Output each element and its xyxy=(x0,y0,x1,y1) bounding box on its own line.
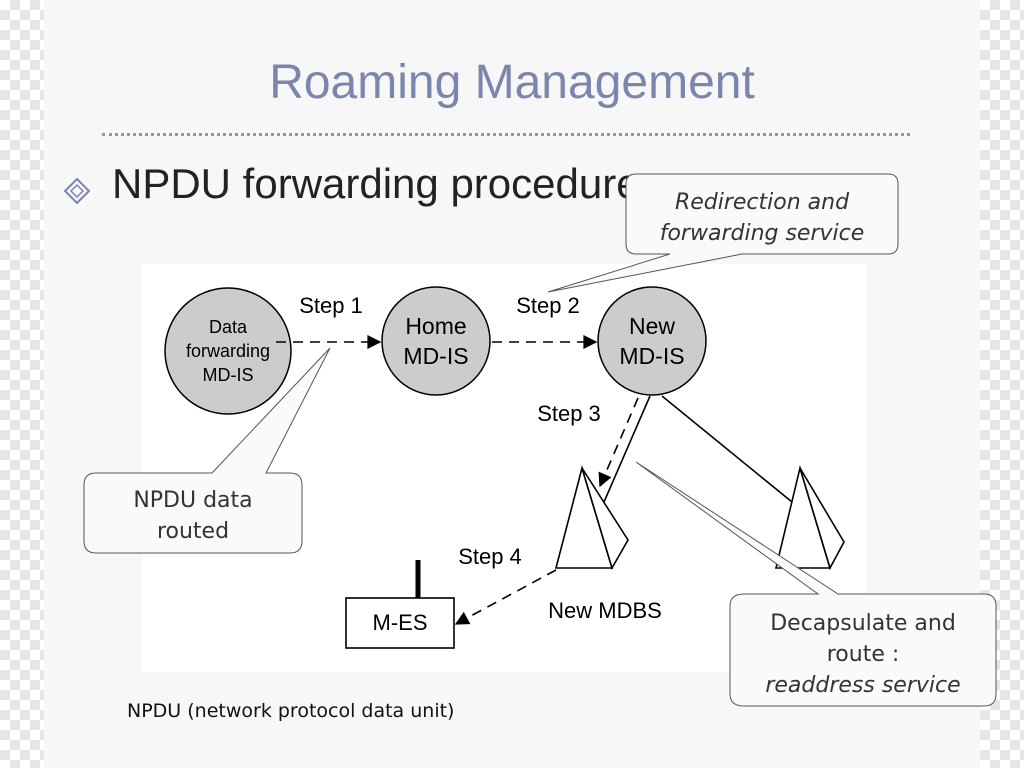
home-md-is-label-2: MD-IS xyxy=(403,343,468,369)
home-md-is-label-1: Home xyxy=(405,313,466,339)
callout-decap-line3: readdress service xyxy=(765,673,960,698)
link-new-mdbs xyxy=(603,395,651,503)
m-es-label: M-ES xyxy=(373,610,428,635)
slide-title: Roaming Management xyxy=(269,56,755,109)
diamond-bullet-icon xyxy=(64,178,90,204)
step3-arrow xyxy=(598,397,639,488)
step2-label: Step 2 xyxy=(516,293,580,318)
data-forwarding-label-1: Data xyxy=(209,317,248,337)
new-md-is-node: New MD-IS xyxy=(597,286,707,396)
step4-label: Step 4 xyxy=(458,544,522,569)
callout-redirection: Redirection and forwarding service xyxy=(547,173,899,293)
home-md-is-node: Home MD-IS xyxy=(381,286,491,396)
m-es-terminal: M-ES xyxy=(345,560,455,649)
callout-redirection-line2: forwarding service xyxy=(660,221,865,246)
callout-decap-line1: Decapsulate and xyxy=(770,611,956,636)
callout-npdu-line1: NPDU data xyxy=(133,488,252,513)
step4-arrow xyxy=(454,569,557,625)
new-md-is-label-2: MD-IS xyxy=(619,343,684,369)
data-forwarding-node: Data forwarding MD-IS xyxy=(164,287,292,415)
callout-redirection-line1: Redirection and xyxy=(675,190,850,215)
title-divider xyxy=(102,133,910,136)
callout-decapsulate: Decapsulate and route : readdress servic… xyxy=(635,461,997,707)
new-md-is-label-1: New xyxy=(629,313,675,339)
new-mdbs-label: New MDBS xyxy=(548,598,662,623)
callout-npdu-line2: routed xyxy=(157,519,229,544)
bullet-text: NPDU forwarding procedure xyxy=(112,160,640,207)
data-forwarding-label-3: MD-IS xyxy=(203,365,254,385)
data-forwarding-label-2: forwarding xyxy=(186,341,270,361)
new-mdbs-icon xyxy=(554,465,629,571)
step1-label: Step 1 xyxy=(299,293,363,318)
other-mdbs-icon xyxy=(774,464,845,571)
link-other-mdbs xyxy=(661,395,793,503)
callout-npdu-routed: NPDU data routed xyxy=(83,347,331,554)
callout-decap-line2: route : xyxy=(827,642,900,667)
footnote: NPDU (network protocol data unit) xyxy=(127,700,455,722)
step3-label: Step 3 xyxy=(537,401,601,426)
